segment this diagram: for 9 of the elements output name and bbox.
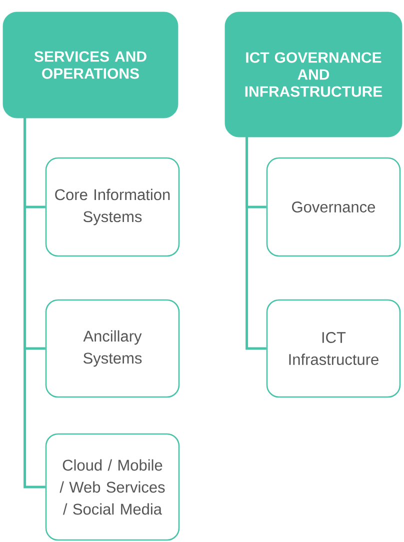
item-box: Governance: [266, 157, 401, 257]
item-box: Core Information Systems: [45, 157, 180, 257]
item-box: Cloud / Mobile / Web Services / Social Media: [45, 433, 180, 541]
connector-line: [246, 136, 266, 350]
item-box: ICT Infrastructure: [266, 299, 401, 398]
title-box: ICT GOVERNANCE AND INFRASTRUCTURE: [224, 12, 402, 138]
title-box: SERVICES AND OPERATIONS: [2, 12, 178, 118]
connector-line: [24, 117, 46, 488]
item-box: Ancillary Systems: [45, 299, 180, 398]
